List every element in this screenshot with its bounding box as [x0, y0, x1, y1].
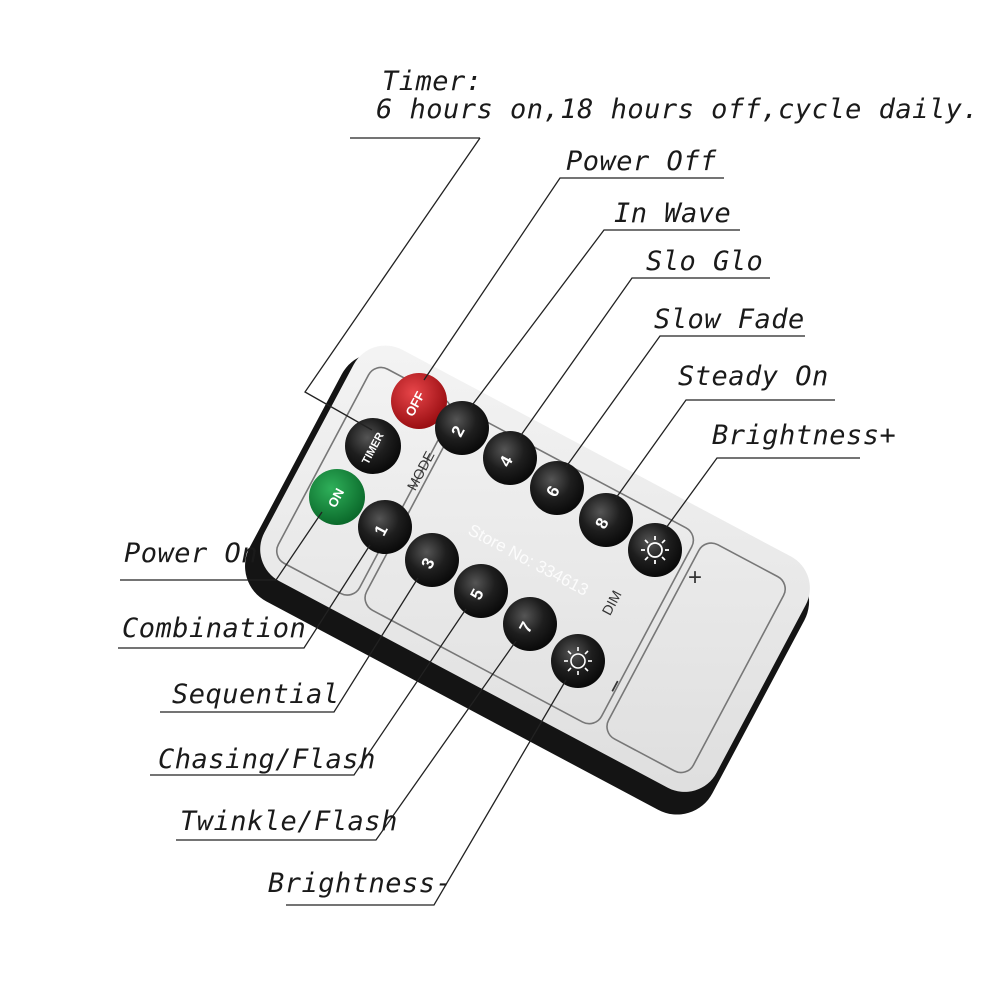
sun-icon — [641, 536, 669, 564]
leader-brightness-minus — [286, 679, 567, 906]
leader-combination — [118, 544, 371, 649]
slo-glo-label: Slo Glo — [646, 246, 763, 277]
leader-slow-fade — [565, 335, 805, 468]
mode-button-2[interactable]: 2 — [435, 401, 489, 455]
mode-button-7[interactable]: 7 — [503, 597, 557, 651]
mode-button-4[interactable]: 4 — [483, 431, 537, 485]
twinkle-flash-label: Twinkle/Flash — [180, 806, 398, 837]
combination-label: Combination — [122, 613, 306, 644]
leader-power-on — [120, 511, 323, 581]
callout-labels: Timer: 6 hours on,18 hours off,cycle dai… — [122, 66, 979, 899]
brightness-minus-label: Brightness- — [268, 868, 452, 899]
mode-section-outline — [364, 413, 695, 725]
mode-button-1[interactable]: 1 — [358, 500, 412, 554]
timer-detail-label: 6 hours on,18 hours off,cycle daily. — [376, 94, 979, 125]
leader-power-off — [423, 177, 724, 381]
mode-button-6[interactable]: 6 — [530, 461, 584, 515]
leader-timer — [304, 137, 481, 431]
leader-in-wave — [469, 229, 740, 409]
sun-outline-icon — [564, 647, 592, 675]
sequential-label: Sequential — [172, 679, 340, 710]
power-on-label: Power On — [124, 538, 258, 569]
leader-twinkle-flash — [176, 640, 517, 841]
plus-label: + — [688, 564, 702, 591]
in-wave-label: In Wave — [614, 198, 731, 229]
timer-button[interactable]: TIMER — [345, 418, 401, 474]
timer-title-label: Timer: — [382, 66, 483, 97]
leader-chasing-flash — [150, 608, 467, 776]
dim-section-outline — [606, 542, 786, 774]
mode-button-3[interactable]: 3 — [405, 533, 459, 587]
brightness-minus-button[interactable] — [551, 634, 605, 688]
on-button[interactable]: ON — [309, 469, 365, 525]
leader-brightness-plus — [665, 457, 860, 529]
leader-lines — [118, 137, 860, 906]
brightness-plus-label: Brightness+ — [712, 420, 896, 451]
leader-slo-glo — [518, 277, 770, 439]
off-button[interactable]: OFF — [391, 373, 447, 429]
mode-button-5[interactable]: 5 — [454, 564, 508, 618]
leader-steady-on — [615, 399, 835, 499]
brightness-plus-button[interactable] — [628, 523, 682, 577]
mode-button-8[interactable]: 8 — [579, 493, 633, 547]
slow-fade-label: Slow Fade — [654, 304, 805, 335]
chasing-flash-label: Chasing/Flash — [158, 744, 376, 775]
leader-sequential — [160, 577, 419, 713]
power-off-label: Power Off — [566, 146, 717, 177]
steady-on-label: Steady On — [678, 361, 829, 392]
